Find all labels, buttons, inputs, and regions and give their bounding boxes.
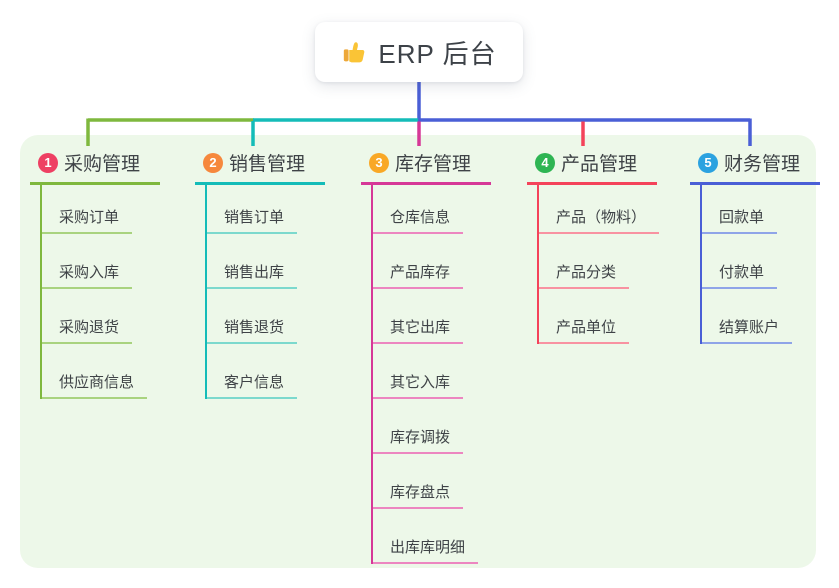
root-node[interactable]: ERP 后台 xyxy=(315,22,523,82)
branch-sales-children: 销售订单 销售出库 销售退货 客户信息 xyxy=(205,185,298,399)
node-label: 结算账户 xyxy=(719,319,780,336)
badge-2-icon: 2 xyxy=(203,152,223,173)
branch-sales-management: 2 销售管理 销售订单 销售出库 销售退货 客户信息 xyxy=(195,149,326,399)
badge-3-icon: 3 xyxy=(369,152,389,173)
node-product-unit[interactable]: 产品单位 xyxy=(539,289,630,344)
node-settlement-account[interactable]: 结算账户 xyxy=(702,289,793,344)
branch-purchase-management: 1 采购管理 采购订单 采购入库 采购退货 供应商信息 xyxy=(30,149,161,399)
node-label: 采购订单 xyxy=(59,209,120,226)
node-warehouse-info[interactable]: 仓库信息 xyxy=(373,185,464,234)
node-label: 销售出库 xyxy=(224,264,285,281)
node-label: 产品分类 xyxy=(556,264,617,281)
node-label: 销售订单 xyxy=(224,209,285,226)
node-receipt-bill[interactable]: 回款单 xyxy=(702,185,778,234)
node-label: 供应商信息 xyxy=(59,374,135,391)
branch-finance-management: 5 财务管理 回款单 付款单 结算账户 xyxy=(690,149,821,344)
node-supplier-info[interactable]: 供应商信息 xyxy=(42,344,148,399)
node-other-inbound[interactable]: 其它入库 xyxy=(373,344,464,399)
node-label: 销售退货 xyxy=(224,319,285,336)
node-label: 产品库存 xyxy=(390,264,451,281)
node-label: 产品单位 xyxy=(556,319,617,336)
branch-finance-label: 财务管理 xyxy=(724,154,801,175)
node-label: 采购退货 xyxy=(59,319,120,336)
node-label: 其它入库 xyxy=(390,374,451,391)
node-sales-outbound[interactable]: 销售出库 xyxy=(207,234,298,289)
node-label: 采购入库 xyxy=(59,264,120,281)
node-other-outbound[interactable]: 其它出库 xyxy=(373,289,464,344)
node-product-material[interactable]: 产品（物料） xyxy=(539,185,660,234)
branch-finance-children: 回款单 付款单 结算账户 xyxy=(700,185,793,344)
node-stock-transfer[interactable]: 库存调拨 xyxy=(373,399,464,454)
branch-purchase-label: 采购管理 xyxy=(64,154,141,175)
node-label: 付款单 xyxy=(719,264,765,281)
node-sales-return[interactable]: 销售退货 xyxy=(207,289,298,344)
node-purchase-return[interactable]: 采购退货 xyxy=(42,289,133,344)
branch-product-header[interactable]: 4 产品管理 xyxy=(527,149,658,185)
node-payment-bill[interactable]: 付款单 xyxy=(702,234,778,289)
branch-inventory-management: 3 库存管理 仓库信息 产品库存 其它出库 其它入库 库存调拨 库存盘点 出库库… xyxy=(361,149,492,564)
branch-product-children: 产品（物料） 产品分类 产品单位 xyxy=(537,185,660,344)
branch-product-management: 4 产品管理 产品（物料） 产品分类 产品单位 xyxy=(527,149,660,344)
badge-1-icon: 1 xyxy=(38,152,58,173)
badge-5-icon: 5 xyxy=(698,152,718,173)
node-customer-info[interactable]: 客户信息 xyxy=(207,344,298,399)
branch-purchase-children: 采购订单 采购入库 采购退货 供应商信息 xyxy=(40,185,148,399)
branch-inventory-children: 仓库信息 产品库存 其它出库 其它入库 库存调拨 库存盘点 出库库明细 xyxy=(371,185,479,564)
thumbs-up-icon xyxy=(341,39,367,65)
node-label: 库存调拨 xyxy=(390,429,451,446)
node-purchase-inbound[interactable]: 采购入库 xyxy=(42,234,133,289)
node-label: 其它出库 xyxy=(390,319,451,336)
node-sales-order[interactable]: 销售订单 xyxy=(207,185,298,234)
branch-inventory-header[interactable]: 3 库存管理 xyxy=(361,149,492,185)
node-purchase-order[interactable]: 采购订单 xyxy=(42,185,133,234)
node-label: 产品（物料） xyxy=(556,209,647,226)
branch-product-label: 产品管理 xyxy=(561,154,638,175)
node-label: 客户信息 xyxy=(224,374,285,391)
node-label: 仓库信息 xyxy=(390,209,451,226)
branch-sales-label: 销售管理 xyxy=(229,154,306,175)
node-stock-taking[interactable]: 库存盘点 xyxy=(373,454,464,509)
node-label: 出库库明细 xyxy=(390,539,466,556)
node-outbound-detail[interactable]: 出库库明细 xyxy=(373,509,479,564)
node-label: 回款单 xyxy=(719,209,765,226)
branch-finance-header[interactable]: 5 财务管理 xyxy=(690,149,821,185)
branch-inventory-label: 库存管理 xyxy=(395,154,472,175)
node-label: 库存盘点 xyxy=(390,484,451,501)
branch-purchase-header[interactable]: 1 采购管理 xyxy=(30,149,161,185)
root-node-label: ERP 后台 xyxy=(378,38,497,69)
badge-4-icon: 4 xyxy=(535,152,555,173)
node-product-stock[interactable]: 产品库存 xyxy=(373,234,464,289)
node-product-category[interactable]: 产品分类 xyxy=(539,234,630,289)
branch-area-panel xyxy=(20,135,816,568)
branch-sales-header[interactable]: 2 销售管理 xyxy=(195,149,326,185)
